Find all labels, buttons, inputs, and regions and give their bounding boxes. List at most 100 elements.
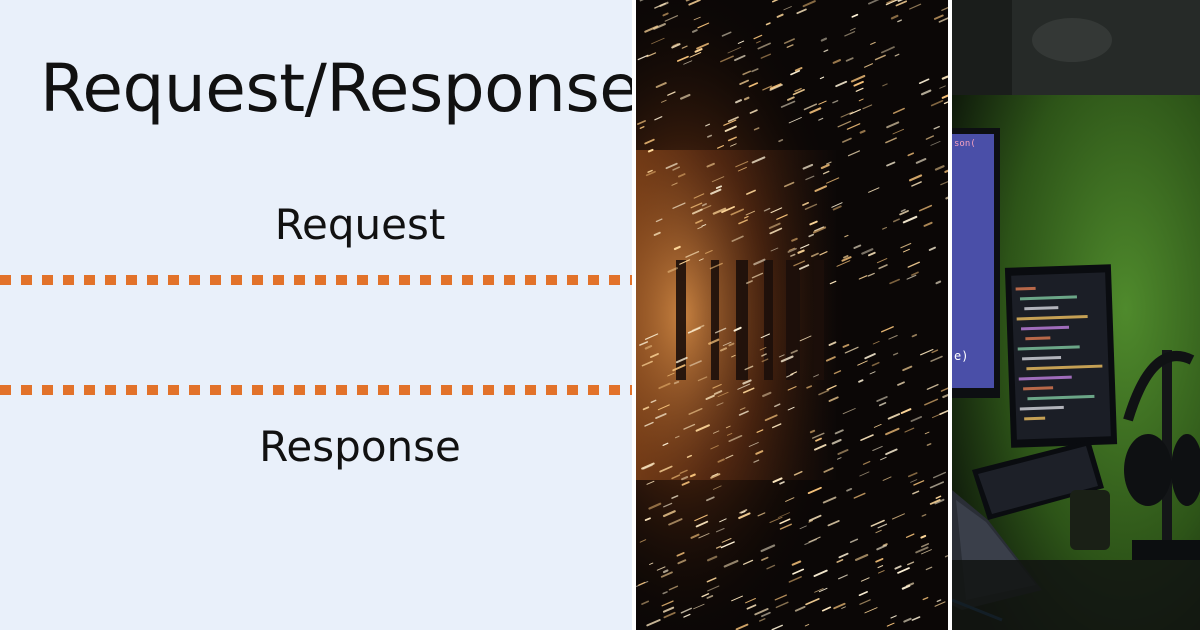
slide-panel: Request/Response Request Response — [0, 0, 632, 630]
light-streak — [907, 472, 918, 478]
light-streak — [805, 175, 815, 181]
light-streak — [764, 414, 778, 422]
light-streak — [754, 608, 769, 616]
light-streak — [933, 14, 944, 20]
light-streak — [942, 393, 948, 399]
light-streak — [760, 333, 771, 339]
light-streak — [686, 454, 693, 458]
light-streak — [876, 395, 888, 403]
light-streak — [724, 125, 737, 132]
light-streak — [681, 481, 690, 486]
light-streak — [744, 215, 749, 219]
light-streak — [780, 100, 796, 108]
light-streak — [812, 432, 825, 439]
light-streak — [710, 188, 722, 195]
light-streak — [924, 398, 939, 406]
light-streak — [695, 424, 710, 432]
light-streak — [850, 74, 866, 83]
light-streak — [892, 107, 905, 114]
code-line — [1018, 375, 1072, 381]
light-streak — [731, 595, 743, 602]
light-streak — [677, 559, 687, 565]
code-line — [1015, 286, 1036, 291]
light-streak — [646, 52, 657, 58]
light-streak — [831, 438, 842, 445]
corridor-pillar — [786, 260, 800, 380]
light-streak — [861, 248, 874, 255]
light-streak — [681, 45, 688, 49]
light-streak — [662, 442, 669, 446]
light-streak — [800, 244, 810, 249]
light-streak — [759, 618, 766, 622]
light-streak — [809, 220, 818, 226]
corridor-pillar — [814, 260, 824, 380]
light-streak — [655, 412, 667, 420]
light-streak — [872, 445, 883, 451]
light-streak — [655, 218, 663, 223]
light-streak — [646, 619, 661, 627]
light-streak — [880, 456, 887, 461]
light-streak — [763, 207, 771, 212]
light-streak — [872, 340, 880, 345]
light-streak — [933, 125, 940, 130]
light-streak — [708, 338, 720, 345]
light-streak — [882, 226, 887, 230]
light-streak — [649, 562, 654, 565]
light-streak — [697, 376, 708, 382]
light-streak — [885, 448, 898, 456]
light-streak — [641, 462, 655, 470]
light-streak — [715, 185, 722, 189]
light-streak — [931, 349, 939, 354]
light-streak — [705, 123, 711, 127]
light-streak — [710, 473, 721, 479]
light-streak — [845, 57, 854, 62]
light-streak — [735, 99, 742, 104]
light-streak — [641, 600, 650, 605]
light-streak — [809, 107, 822, 114]
light-streak — [897, 381, 905, 386]
light-streak — [744, 365, 754, 371]
light-streak — [689, 360, 702, 367]
light-streak — [819, 251, 828, 256]
light-streak — [737, 383, 751, 390]
light-streak — [878, 402, 887, 407]
light-streak — [651, 37, 665, 45]
light-streak — [667, 267, 678, 273]
code-line — [1022, 356, 1062, 361]
light-streak — [688, 0, 701, 6]
light-streak — [925, 566, 933, 571]
light-streak — [769, 84, 783, 91]
light-streak — [746, 189, 756, 195]
light-streak — [759, 346, 767, 351]
light-streak — [907, 152, 915, 157]
light-streak — [774, 594, 787, 601]
light-streak — [731, 354, 736, 358]
light-streak — [788, 117, 802, 124]
light-streak — [771, 0, 779, 3]
light-streak — [742, 379, 752, 385]
light-streak — [802, 0, 816, 8]
light-streak — [662, 12, 669, 17]
light-streak — [834, 429, 844, 435]
light-streak — [895, 0, 908, 7]
light-streak — [671, 474, 681, 480]
light-streak — [823, 49, 829, 53]
light-streak — [853, 244, 862, 249]
light-streak — [674, 435, 680, 439]
light-streak — [698, 258, 704, 261]
light-streak — [780, 355, 794, 363]
light-streak — [873, 423, 882, 428]
light-streak — [864, 607, 878, 614]
light-streak — [711, 473, 719, 477]
corridor-pillar — [711, 260, 719, 380]
light-streak — [647, 148, 654, 153]
light-streak — [920, 89, 932, 96]
response-dashed-line — [0, 385, 632, 395]
light-streak — [921, 549, 932, 555]
light-streak — [762, 391, 772, 398]
light-streak — [838, 574, 848, 580]
light-streak — [751, 272, 764, 279]
panel-divider — [948, 0, 952, 630]
light-streak — [712, 383, 722, 389]
light-streak — [722, 341, 732, 347]
